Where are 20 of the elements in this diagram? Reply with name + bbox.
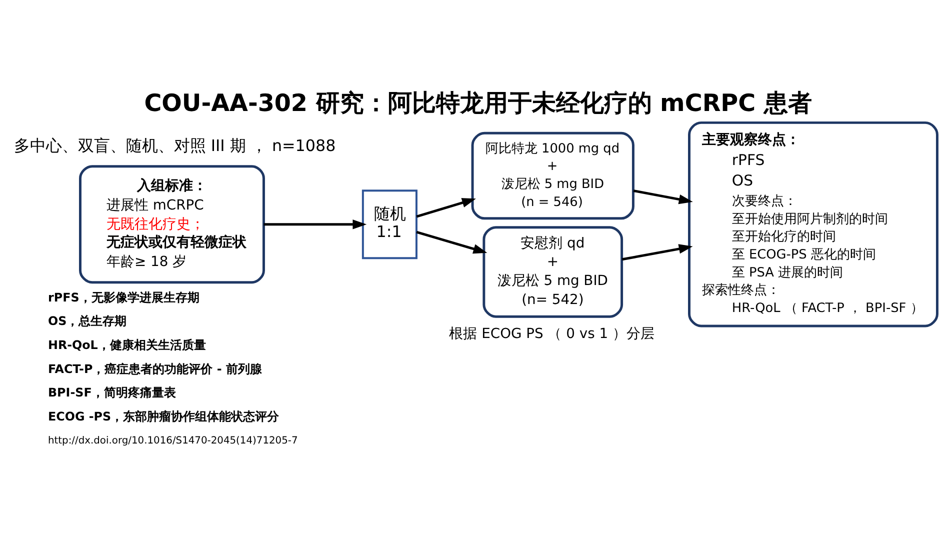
- label: ECOG -PS，东部肿瘤协作组体能状态评分: [48, 408, 280, 423]
- label: 多中心、双盲、随机、对照 III 期 ， n=1088: [14, 135, 336, 154]
- label: BPI-SF，简明疼痛量表: [48, 385, 176, 400]
- label: http://dx.doi.org/10.1016/S1470-2045(14)71205-7: [48, 435, 298, 446]
- arrow: [622, 244, 693, 260]
- node-box: 阿比特龙 1000 mg qd + 泼尼松 5 mg BID (n = 546): [471, 131, 634, 220]
- label: FACT-P，癌症患者的功能评价 - 前列腺: [48, 361, 262, 376]
- node-box: 安慰剂 qd + 泼尼松 5 mg BID (n= 542): [482, 226, 624, 318]
- diagram-title: COU-AA-302 研究：阿比特龙用于未经化疗的 mCRPC 患者: [144, 88, 812, 116]
- label: OS，总生存期: [48, 314, 127, 328]
- arrow: [416, 230, 488, 254]
- node-box: 主要观察终点： rPFS OS 次要终点： 至开始使用阿片制剂的时间 至开始化疗的时间 至 ECOG-PS 恶化的时间 至 PSA 进展的时间 探索性终点： HR-QoL （ FACT-P ， BPI-SF ）: [688, 120, 938, 327]
- label: HR-QoL，健康相关生活质量: [48, 337, 206, 352]
- node-box: 随机 1:1: [362, 189, 418, 259]
- arrow: [264, 218, 367, 229]
- arrow: [633, 189, 693, 204]
- arrow: [416, 198, 476, 218]
- label: 根据 ECOG PS （ 0 vs 1 ）分层: [449, 326, 654, 342]
- label: rPFS，无影像学进展生存期: [48, 290, 200, 304]
- node-box: 入组标准： 进展性 mCRPC 无既往化疗史； 无症状或仅有轻微症状 年龄≥ 18 岁: [79, 164, 265, 284]
